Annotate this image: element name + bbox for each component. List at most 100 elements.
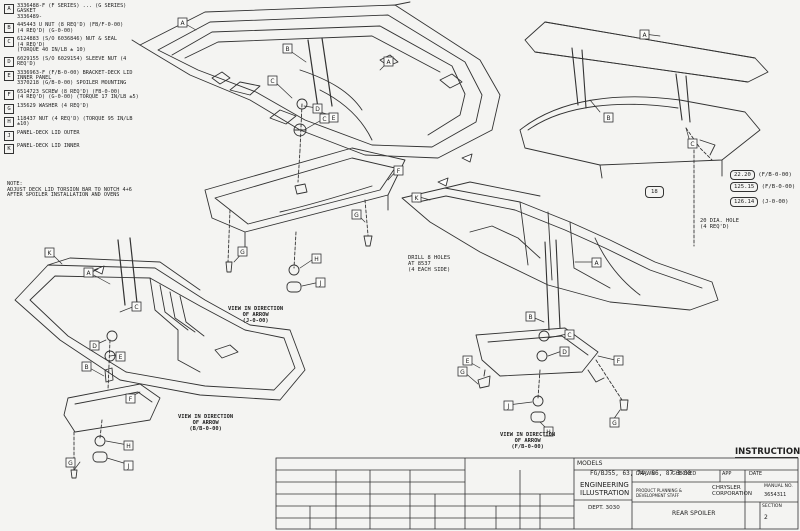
callout-letter: J [127, 463, 130, 470]
callout-letter: B [285, 46, 289, 53]
callout-a: A [591, 257, 602, 268]
callout-letter: H [314, 256, 319, 263]
legend-text: 3336963-F (F/B-0-00) BRACKET-DECK LID IN… [17, 69, 133, 87]
callout-letter: G [460, 369, 465, 376]
dimension-3: 126.14 (J-0-00) [730, 197, 789, 207]
callout-letter: F [129, 396, 133, 403]
title-block-frame [275, 457, 799, 530]
callout-e: E [328, 112, 339, 123]
callout-letter: B [84, 364, 88, 371]
spoiler-assembly-bottom-right [401, 181, 719, 423]
legend-key: G [4, 103, 14, 114]
callout-d: D [312, 103, 323, 114]
legend-key: B [4, 23, 14, 34]
callout-letter: D [315, 106, 320, 113]
callout-c: C [267, 75, 278, 86]
callout-k: K [44, 247, 55, 258]
callout-letter: H [126, 443, 131, 450]
callout-c: C [319, 113, 330, 124]
callout-letter: D [562, 349, 567, 356]
callout-letter: G [354, 212, 359, 219]
app-label: APP [722, 471, 732, 477]
section-number: 2 [764, 514, 768, 521]
callout-letter: C [270, 78, 274, 85]
callout-letter: A [86, 270, 91, 277]
legend-key: C [4, 37, 14, 48]
direction-arrows [89, 153, 473, 275]
callout-letter: K [48, 250, 53, 257]
dimension-4: 18 [645, 186, 664, 198]
callout-c: C [564, 329, 575, 340]
callout-f: F [125, 393, 136, 404]
callout-letter: F [397, 168, 401, 175]
callout-letter: F [617, 358, 621, 365]
dept-line: PRODUCT PLANNING & DEVELOPMENT STAFF [636, 488, 682, 498]
callout-letter: A [594, 260, 599, 267]
callout-g: G [609, 417, 620, 428]
legend-text: 445443 U NUT (8 REQ'D) (FB/F-0-00) (4 RE… [17, 22, 124, 34]
callout-letter: D [92, 343, 97, 350]
models-label: MODELS [577, 460, 603, 467]
callout-f: F [613, 355, 624, 366]
callout-letter: A [642, 32, 647, 39]
callout-letter: G [240, 249, 245, 256]
callout-letter: C [567, 332, 571, 339]
legend-text: 3336488-F (F SERIES) ... (G SERIES) GASK… [17, 3, 127, 20]
callout-letter: C [690, 141, 694, 148]
callout-a: A [383, 56, 394, 67]
models-value: FG/BJ55, 63, 74, 86, 87-3-00 [590, 470, 692, 477]
legend-key: J [4, 130, 14, 141]
callout-f: F [393, 165, 404, 176]
legend-key: H [4, 116, 14, 127]
legend-key: F [4, 89, 14, 100]
callout-h: H [311, 253, 322, 264]
legend-key: E [4, 70, 14, 81]
callout-d: D [559, 346, 570, 357]
callout-d: D [89, 340, 100, 351]
chrysler-logo-text: CHRYSLER CORPORATION [712, 485, 752, 497]
callout-letter: K [415, 195, 420, 202]
hole-note: 20 DIA. HOLE (4 REQ'D) [700, 218, 739, 231]
section-label: SECTION [762, 504, 782, 509]
callout-letter: E [466, 358, 470, 365]
spoiler-top-right [519, 21, 769, 247]
legend-key: K [4, 143, 14, 154]
callout-j: J [315, 277, 326, 288]
callout-letter: C [322, 116, 326, 123]
callout-a: A [83, 267, 94, 278]
callout-e: E [115, 351, 126, 362]
view-label-2: VIEW IN DIRECTION OF ARROW (F/B-0-00) [500, 432, 556, 451]
callout-letter: A [386, 59, 391, 66]
callout-b: B [525, 311, 536, 322]
deck-lid-bottom-left [14, 237, 306, 479]
callout-b: B [81, 361, 92, 372]
callout-letter: H [546, 429, 551, 436]
callout-letter: G [68, 460, 73, 467]
dept-label: DEPT. 3030 [588, 505, 620, 511]
callout-c: C [131, 301, 142, 312]
checked-label: CHECKED [672, 471, 697, 477]
legend-text: 118437 NUT (4 REQ'D) (TORQUE 95 IN/LB ±1… [17, 115, 133, 128]
callout-letter: E [119, 354, 123, 361]
callout-letter: B [528, 314, 532, 321]
callout-g: G [65, 457, 76, 468]
callout-g: G [351, 209, 362, 220]
legend-text: PANEL-DECK LID INNER [17, 142, 80, 149]
callout-h: H [123, 440, 134, 451]
callout-a: A [639, 29, 650, 40]
callout-letter: C [134, 304, 138, 311]
callout-b: B [282, 43, 293, 54]
callout-g: G [457, 366, 468, 377]
